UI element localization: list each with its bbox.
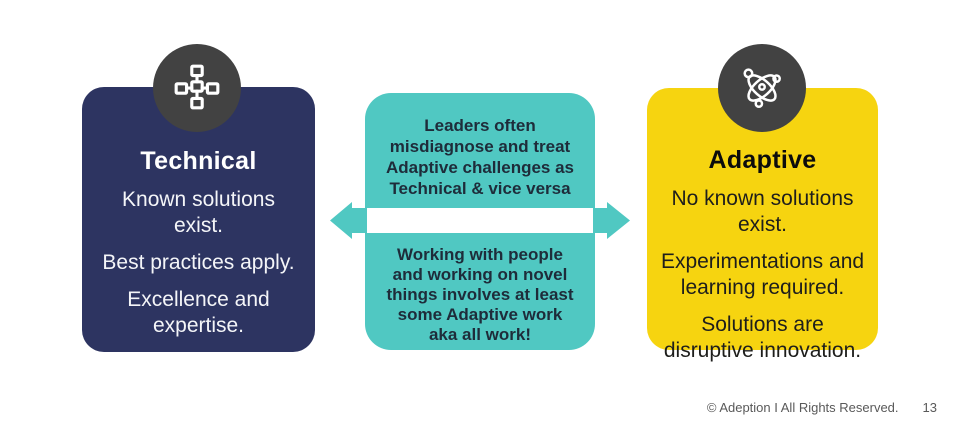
arrow-band (365, 208, 595, 233)
technical-card: Technical Known solutions exist. Best pr… (82, 44, 315, 352)
adaptive-work-text: Working with people and working on novel… (386, 245, 574, 344)
center-message-card: Leaders often misdiagnose and treat Adap… (365, 93, 595, 350)
technical-point: Excellence and expertise. (127, 288, 270, 337)
right-arrow-icon (593, 202, 630, 239)
adaptive-point: No known solutions exist. (671, 187, 854, 236)
technical-points: Known solutions exist. Best practices ap… (82, 187, 315, 339)
adaptive-points: No known solutions exist. Experimentatio… (647, 186, 878, 364)
misdiagnose-text: Leaders often misdiagnose and treat Adap… (385, 116, 575, 198)
footer: © Adeption I All Rights Reserved. 13 (707, 400, 937, 415)
adaptive-icon-badge (718, 44, 806, 132)
technical-point: Best practices apply. (102, 251, 295, 274)
technical-icon-badge (153, 44, 241, 132)
atom-icon (743, 68, 781, 108)
copyright-text: © Adeption I All Rights Reserved. (706, 400, 899, 415)
left-arrow-icon (330, 202, 367, 239)
adaptive-point: Solutions are disruptive innovation. (663, 313, 862, 362)
technical-title: Technical (140, 147, 257, 175)
adaptive-card: Adaptive No known solutions exist. Exper… (647, 44, 878, 362)
adaptive-point: Experimentations and learning required. (660, 250, 865, 299)
technical-point: Known solutions exist. (122, 188, 275, 237)
adaptive-title: Adaptive (708, 146, 817, 174)
page-number: 13 (922, 400, 937, 415)
org-chart-icon (174, 64, 220, 110)
